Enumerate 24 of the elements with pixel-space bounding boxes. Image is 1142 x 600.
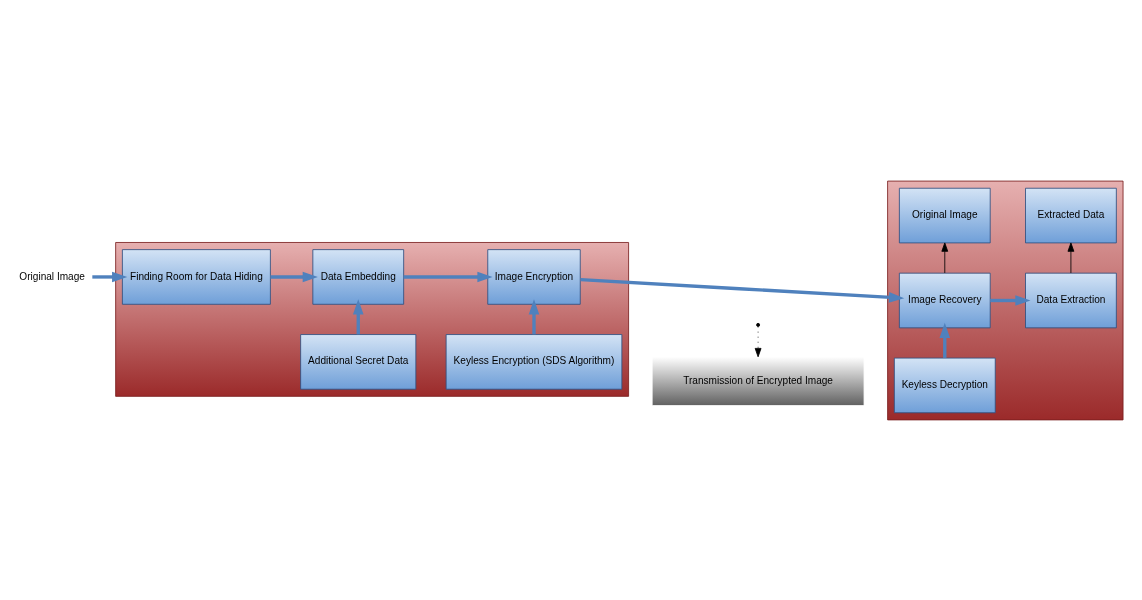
node-box: Keyless Decryption bbox=[893, 357, 996, 413]
arrow bbox=[92, 271, 128, 282]
arrow bbox=[941, 242, 949, 273]
arrow bbox=[403, 271, 493, 282]
node-box: Image Recovery bbox=[898, 272, 991, 328]
cluster bbox=[115, 241, 629, 397]
arrow bbox=[270, 271, 318, 282]
arrow bbox=[939, 322, 951, 358]
node-text: Original Image bbox=[19, 270, 85, 282]
node-box: Image Encryption bbox=[487, 248, 581, 305]
arrow bbox=[1067, 242, 1075, 273]
arrow bbox=[754, 325, 762, 357]
node-box: Original Image bbox=[898, 187, 991, 243]
node-box: Extracted Data bbox=[1025, 187, 1117, 243]
node-box: Keyless Encryption (SDS Algorithm) bbox=[445, 333, 623, 390]
node-box: Data Extraction bbox=[1025, 272, 1117, 328]
node-box: Additional Secret Data bbox=[300, 333, 417, 390]
arrow bbox=[528, 298, 540, 334]
arrow bbox=[580, 277, 905, 303]
node-box: Finding Room for Data Hiding bbox=[121, 248, 271, 305]
node-box: Transmission of Encrypted Image bbox=[651, 355, 865, 406]
arrow bbox=[352, 298, 364, 334]
node-box: Data Embedding bbox=[312, 248, 405, 305]
arrow bbox=[990, 294, 1031, 306]
